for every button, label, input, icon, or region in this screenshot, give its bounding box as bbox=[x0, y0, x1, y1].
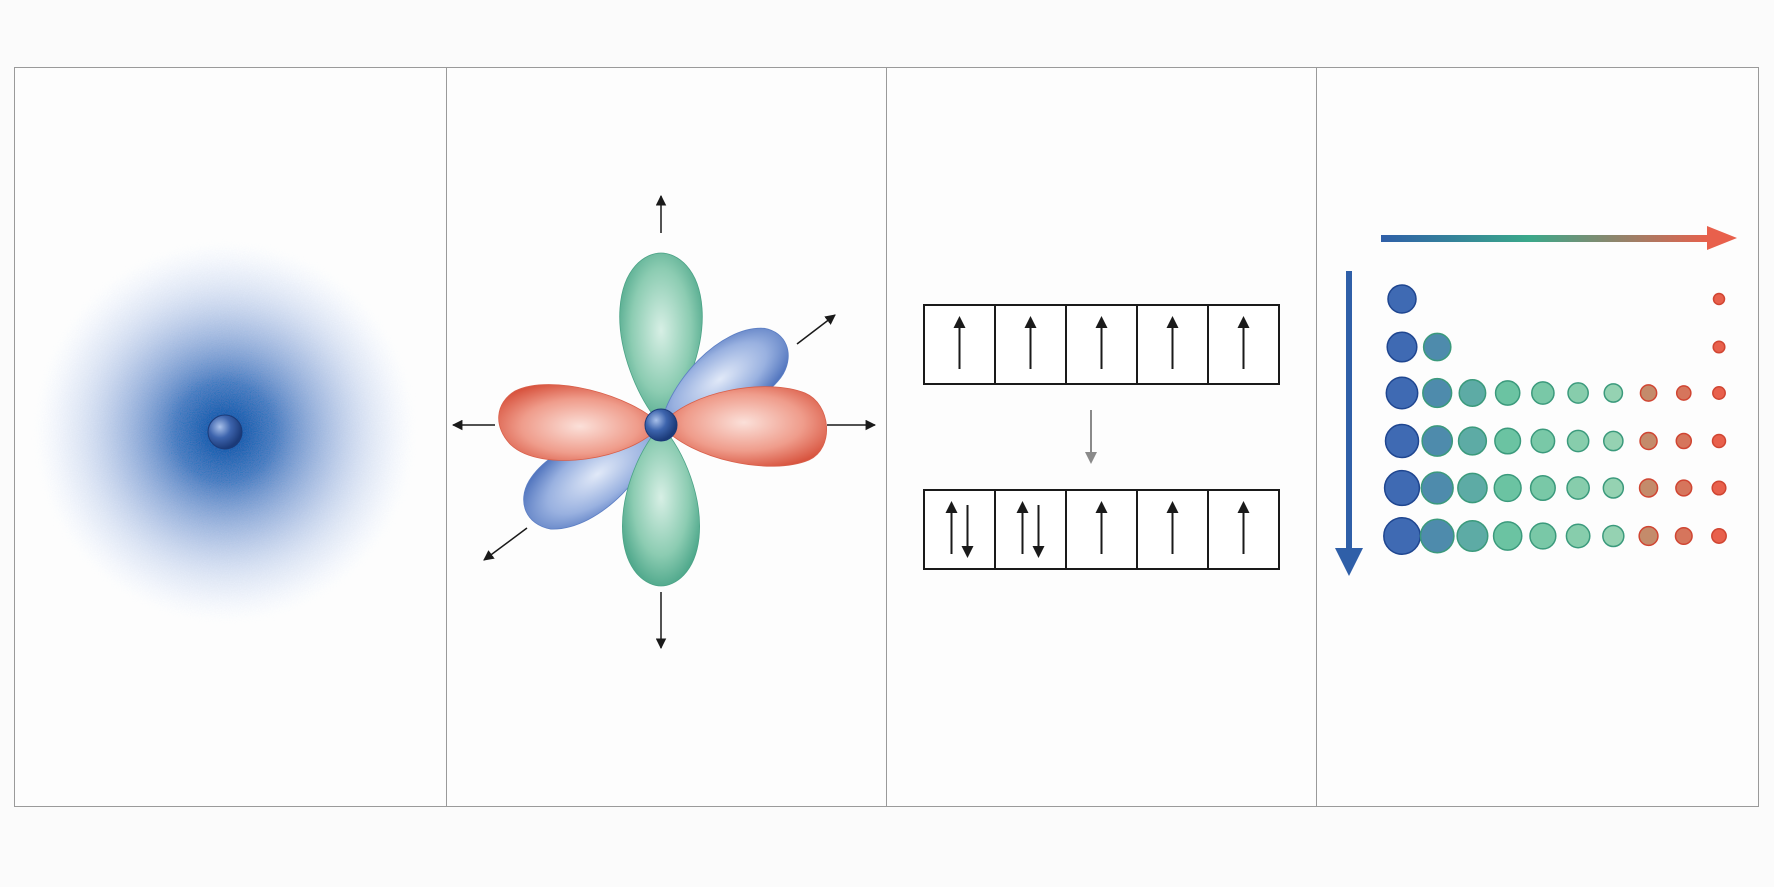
orbital-row-after bbox=[923, 489, 1280, 570]
atom-dot bbox=[1457, 379, 1486, 407]
atom-dot bbox=[1455, 519, 1488, 553]
atom-dot bbox=[1421, 377, 1452, 409]
px-lobe-left bbox=[497, 384, 662, 461]
atom-dot bbox=[1637, 525, 1659, 547]
atom-dot bbox=[1602, 383, 1623, 403]
s-orbital-cloud-icon bbox=[25, 232, 425, 632]
atom-dot bbox=[1530, 381, 1555, 405]
atom-dot bbox=[1386, 284, 1417, 314]
atom-dot bbox=[1711, 433, 1726, 449]
atom-dot bbox=[1456, 472, 1488, 504]
atom-dot bbox=[1674, 526, 1693, 546]
trend-arrow-vertical bbox=[1345, 271, 1352, 551]
orbital-box bbox=[923, 489, 996, 570]
atom-dot bbox=[1385, 331, 1418, 363]
atom-dot bbox=[1602, 430, 1624, 452]
atomic-radius-trend-icon bbox=[1334, 226, 1737, 576]
y-axis-neg bbox=[482, 527, 527, 561]
atom-dot bbox=[1385, 376, 1418, 410]
trend-arrow-horizontal-head bbox=[1706, 226, 1737, 250]
diagram-frame bbox=[14, 67, 1759, 807]
px-lobe-right bbox=[659, 386, 827, 467]
atom-dot bbox=[1494, 380, 1521, 406]
atom-dot bbox=[1419, 518, 1455, 554]
atom-grid bbox=[1382, 284, 1727, 555]
atom-dot bbox=[1710, 480, 1727, 496]
atom-dot bbox=[1384, 423, 1419, 459]
atom-dot bbox=[1565, 476, 1590, 500]
panel-p-orbitals bbox=[445, 68, 887, 806]
atom-dot bbox=[1457, 426, 1487, 456]
atom-dot bbox=[1639, 384, 1657, 402]
atom-dot bbox=[1675, 385, 1692, 401]
atom-dot bbox=[1674, 479, 1692, 497]
atom-dot bbox=[1420, 471, 1454, 505]
nucleus bbox=[644, 408, 677, 442]
atom-dot bbox=[1528, 522, 1557, 550]
atom-dot bbox=[1493, 427, 1521, 455]
panel-periodic-trend bbox=[1315, 68, 1759, 806]
pz-lobe-bottom bbox=[621, 424, 700, 587]
atom-dot bbox=[1711, 386, 1726, 400]
atom-dot bbox=[1712, 292, 1725, 306]
atom-dot bbox=[1383, 469, 1420, 507]
nucleus bbox=[207, 414, 243, 450]
atom-dot bbox=[1566, 429, 1589, 453]
atom-dot bbox=[1711, 340, 1726, 354]
y-axis bbox=[796, 314, 836, 345]
panel-electron-cloud bbox=[15, 68, 446, 806]
atom-dot bbox=[1638, 478, 1658, 498]
trend-arrow-vertical-head bbox=[1334, 548, 1363, 576]
atom-dot bbox=[1529, 474, 1556, 502]
atom-dot bbox=[1638, 431, 1658, 451]
atom-dot bbox=[1601, 524, 1625, 548]
atom-dot bbox=[1420, 425, 1453, 457]
orbital-row-before bbox=[923, 304, 1280, 385]
panel-orbital-filling bbox=[886, 68, 1316, 806]
atom-dot bbox=[1565, 523, 1591, 549]
atom-dot bbox=[1529, 428, 1555, 454]
atom-dot bbox=[1492, 521, 1523, 551]
atom-dot bbox=[1566, 382, 1589, 404]
atom-dot bbox=[1710, 528, 1727, 544]
atom-dot bbox=[1602, 477, 1624, 499]
orbital-box bbox=[994, 489, 1067, 570]
atom-dot bbox=[1493, 473, 1522, 503]
atom-dot bbox=[1382, 517, 1421, 555]
orbital-boxes-icon bbox=[923, 304, 1280, 570]
atom-dot bbox=[1675, 432, 1692, 450]
p-orbitals-icon bbox=[451, 194, 876, 650]
trend-arrow-horizontal bbox=[1380, 235, 1709, 242]
atom-dot bbox=[1422, 332, 1452, 362]
